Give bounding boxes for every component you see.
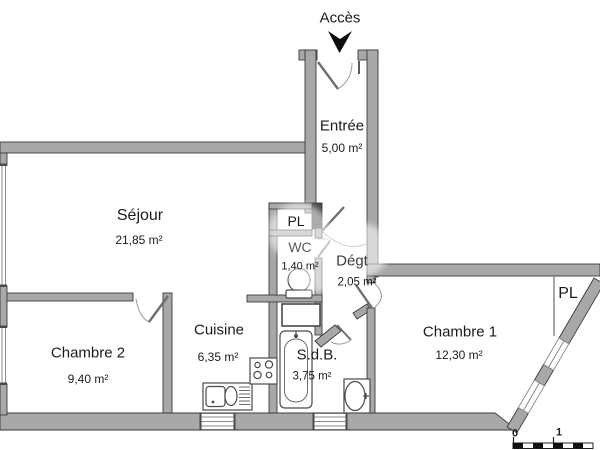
- room-label-entree: Entrée: [319, 117, 365, 135]
- wall-bottom: [0, 412, 519, 431]
- room-label-chambre2: Chambre 2: [50, 344, 126, 362]
- room-area-sejour: 21,85 m²: [115, 233, 163, 247]
- room-area-cuisine: 6,35 m²: [197, 350, 239, 364]
- scale-end-label: 1: [555, 426, 563, 439]
- wall-pl-wc-divider: [268, 229, 313, 237]
- room-area-entree: 5,00 m²: [321, 141, 363, 155]
- wall-chambre2-cuisine: [162, 292, 173, 416]
- wall-left-b: [0, 285, 8, 328]
- wall-left-c: [0, 383, 8, 416]
- closet-label-chambre1: PL: [558, 285, 578, 302]
- window-diagonal-upper: [542, 337, 570, 371]
- door-wc: [317, 238, 331, 258]
- room-area-wc: 1,40 m²: [281, 260, 319, 273]
- door-sdb: [330, 324, 352, 345]
- room-area-chambre1: 12,30 m²: [435, 348, 483, 362]
- scale-start-label: 0: [511, 427, 519, 440]
- room-label-degagement: Dégt: [336, 252, 368, 270]
- wall-degt-diagonal-a: [314, 324, 342, 348]
- door-chambre2: [135, 295, 169, 323]
- room-label-wc: WC: [288, 239, 312, 255]
- room-label-chambre1: Chambre 1: [422, 323, 498, 341]
- wall-pl-top: [268, 202, 316, 210]
- door-chambre1: [355, 282, 382, 309]
- wall-sejour-chambre2: [0, 292, 134, 302]
- access-label: Accès: [319, 9, 361, 27]
- door-acces: [317, 61, 360, 90]
- room-label-sejour: Séjour: [116, 207, 164, 224]
- wall-wc-bottom: [246, 294, 323, 303]
- scale-bar: [512, 437, 594, 449]
- wall-entree-left: [304, 49, 317, 214]
- closet-label-hall: PL: [287, 213, 305, 229]
- room-area-degagement: 2,05 m²: [337, 276, 377, 289]
- window-sdb-bottom: [312, 413, 348, 430]
- wall-left-a: [0, 152, 8, 166]
- bathtub-icon: [279, 330, 313, 409]
- wall-wc-right-upper: [314, 227, 323, 239]
- wall-pl-stub: [311, 202, 323, 230]
- window-sejour-left: [0, 163, 7, 287]
- window-diagonal-lower: [517, 379, 546, 415]
- room-area-chambre2: 9,40 m²: [67, 372, 109, 386]
- wall-entree-right: [366, 49, 379, 278]
- window-cuisine-bottom: [199, 413, 236, 430]
- room-area-sdb: 3,75 m²: [292, 370, 332, 383]
- kitchen-sink-icon: [202, 382, 253, 411]
- room-label-cuisine: Cuisine: [193, 321, 245, 339]
- window-chambre2-left: [0, 325, 7, 385]
- wall-chambre1-top: [366, 263, 600, 277]
- stove-icon: [249, 357, 278, 385]
- wall-sejour-top: [0, 141, 317, 154]
- room-label-sdb: S.d.B.: [296, 346, 338, 364]
- bathroom-cabinet: [281, 303, 321, 327]
- access-arrow-icon: [328, 31, 352, 53]
- toilet-icon: [285, 267, 313, 299]
- washbasin-icon: [343, 378, 371, 414]
